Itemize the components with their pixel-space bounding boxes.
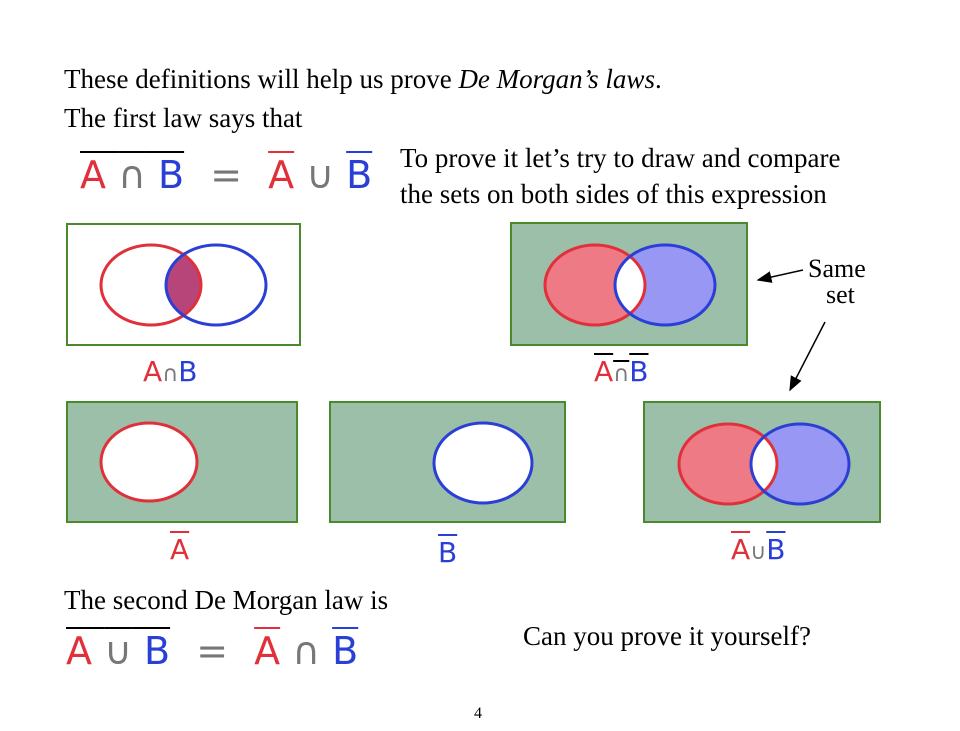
intro-line-2: The first law says that xyxy=(64,103,303,133)
arrow-to-bottom-diagram xyxy=(789,321,826,392)
caption-overline-group: A∩B xyxy=(594,352,648,386)
second-law-formula: A ∪ B = A ∩ B xyxy=(66,626,358,670)
caption-set-a-complement: A xyxy=(170,533,190,566)
intersection-symbol: ∩ xyxy=(292,629,321,673)
union-symbol: ∪ xyxy=(306,153,335,197)
intro-line-1-text: These definitions will help us prove xyxy=(64,64,459,94)
page-number: 4 xyxy=(474,705,482,722)
de-morgan-laws-term: De Morgan’s laws xyxy=(458,64,655,94)
same-set-label-line-1: Same xyxy=(808,254,866,283)
intro-line-1: These definitions will help us prove De … xyxy=(64,66,662,93)
arrow-to-top-diagram xyxy=(756,269,804,283)
same-set-label-line-2: set xyxy=(826,280,855,309)
prove-yourself-question: Can you prove it yourself? xyxy=(523,621,811,651)
set-b-circle xyxy=(164,243,268,327)
caption-set-a: A xyxy=(143,355,163,388)
caption-intersection-symbol: ∩ xyxy=(162,362,179,387)
venn-complement-a-intersect-b xyxy=(510,222,748,346)
venn-complement-a-intersect-b-svg xyxy=(543,243,717,327)
venn-complement-a xyxy=(66,401,298,523)
venn-complement-b xyxy=(329,401,566,523)
set-b-region xyxy=(751,424,849,504)
set-b-complement-symbol: B xyxy=(332,629,359,673)
venn-complement-b-svg xyxy=(432,421,534,505)
intersection-region xyxy=(166,245,201,325)
caption-set-a: A xyxy=(594,355,614,388)
set-a-symbol: A xyxy=(66,629,92,673)
second-law-text: The second De Morgan law is xyxy=(64,585,389,615)
caption-complement-a: A xyxy=(170,530,189,564)
venn-complement-a-svg xyxy=(99,421,199,503)
set-b-complement-symbol: B xyxy=(346,153,373,197)
caption-union-symbol: ∪ xyxy=(750,540,767,565)
caption-set-b: B xyxy=(629,355,649,388)
first-law-lhs: A ∩ B xyxy=(80,150,184,194)
caption-set-b-complement: B xyxy=(438,536,458,569)
caption-set-b-complement: B xyxy=(766,533,786,566)
caption-intersection-symbol: ∩ xyxy=(613,362,630,387)
caption-set-b: B xyxy=(178,355,198,388)
set-a-complement-symbol: A xyxy=(254,629,281,673)
intro-line-1-period: . xyxy=(654,64,662,94)
set-a-symbol: A xyxy=(80,153,106,197)
caption-complement-a-intersect-b: A∩B xyxy=(594,352,648,386)
venn-a-intersect-b xyxy=(66,223,301,346)
set-a-complement-symbol: A xyxy=(268,153,295,197)
second-law-lhs: A ∪ B xyxy=(66,626,170,670)
caption-complement-a-union-complement-b: A∪B xyxy=(731,530,785,564)
caption-set-a-complement: A xyxy=(731,533,751,566)
prove-text-line-1: To prove it let’s try to draw and compar… xyxy=(400,143,841,173)
equals-symbol: = xyxy=(196,629,229,673)
set-b-symbol: B xyxy=(144,629,171,673)
set-a-circle xyxy=(99,421,199,503)
set-b-circle xyxy=(432,421,534,505)
venn-complement-a-union-complement-b xyxy=(643,401,881,523)
union-symbol: ∪ xyxy=(104,629,132,673)
set-a-region xyxy=(679,424,777,504)
intersection-symbol: ∩ xyxy=(118,153,146,197)
set-b-circle xyxy=(749,422,851,506)
venn-complement-a-union-complement-b-svg xyxy=(677,422,851,506)
caption-a-intersect-b: A∩B xyxy=(143,358,197,386)
set-a-circle xyxy=(99,243,203,327)
caption-complement-b: B xyxy=(438,533,457,567)
set-b-symbol: B xyxy=(158,153,185,197)
first-law-formula: A ∩ B = A ∪ B xyxy=(80,150,372,194)
equals-symbol: = xyxy=(210,153,243,197)
venn-a-intersect-b-svg xyxy=(99,243,268,327)
prove-text-line-2: the sets on both sides of this expressio… xyxy=(400,179,827,209)
set-b-circle xyxy=(613,243,717,327)
set-a-circle xyxy=(677,422,779,506)
set-a-circle xyxy=(543,243,647,327)
